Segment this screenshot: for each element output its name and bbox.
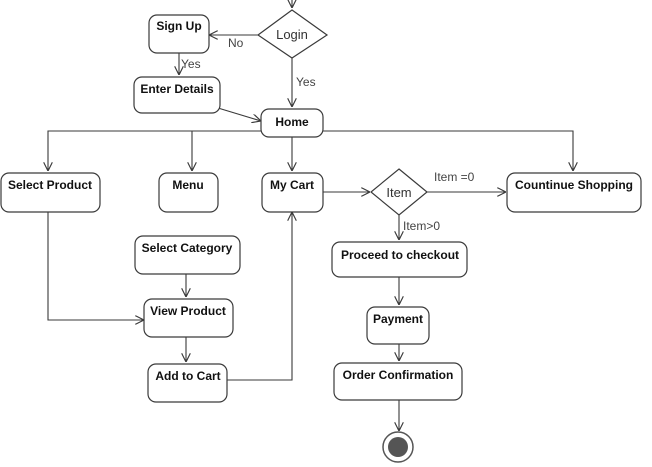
edge-home-branch — [48, 130, 261, 171]
login-decision-label: Login — [276, 27, 308, 42]
my-cart-node: My Cart — [261, 172, 324, 213]
countinue-shopping-label: Countinue Shopping — [515, 178, 633, 192]
edge-selectproduct-viewproduct — [47, 212, 144, 320]
edge-label-yes-signup: Yes — [181, 57, 201, 71]
menu-label: Menu — [172, 178, 203, 192]
home-label: Home — [275, 115, 309, 129]
final-state — [382, 431, 414, 463]
payment-label: Payment — [373, 312, 423, 326]
enter-details-label: Enter Details — [140, 82, 214, 96]
view-product-node: View Product — [143, 298, 234, 338]
select-category-label: Select Category — [142, 241, 233, 255]
sign-up-node: Sign Up — [148, 14, 210, 54]
home-node: Home — [260, 108, 324, 138]
select-category-node: Select Category — [134, 235, 241, 275]
proceed-to-checkout-node: Proceed to checkout — [331, 241, 468, 278]
order-confirmation-node: Order Confirmation — [333, 362, 463, 401]
countinue-shopping-node: Countinue Shopping — [506, 172, 642, 213]
view-product-label: View Product — [150, 304, 226, 318]
edge-addtocart-mycart — [227, 212, 292, 381]
edge-enterdetails-home — [217, 107, 261, 121]
payment-node: Payment — [366, 306, 430, 345]
edge-label-item-positive: Item>0 — [403, 219, 440, 233]
select-product-node: Select Product — [0, 172, 101, 213]
edge-label-item-zero: Item =0 — [434, 170, 475, 184]
item-decision: Item — [370, 168, 428, 216]
sign-up-label: Sign Up — [156, 19, 201, 33]
login-decision: Login — [256, 9, 329, 59]
edge-home-continue — [323, 130, 573, 171]
add-to-cart-label: Add to Cart — [155, 369, 220, 383]
menu-node: Menu — [158, 172, 219, 213]
order-confirmation-label: Order Confirmation — [343, 368, 454, 382]
edge-label-no: No — [228, 36, 244, 50]
add-to-cart-node: Add to Cart — [147, 363, 228, 403]
my-cart-label: My Cart — [270, 178, 314, 192]
item-decision-label: Item — [386, 185, 411, 200]
proceed-to-checkout-label: Proceed to checkout — [341, 248, 459, 262]
select-product-label: Select Product — [8, 178, 92, 192]
enter-details-node: Enter Details — [133, 76, 221, 114]
edge-label-yes-login: Yes — [296, 75, 316, 89]
